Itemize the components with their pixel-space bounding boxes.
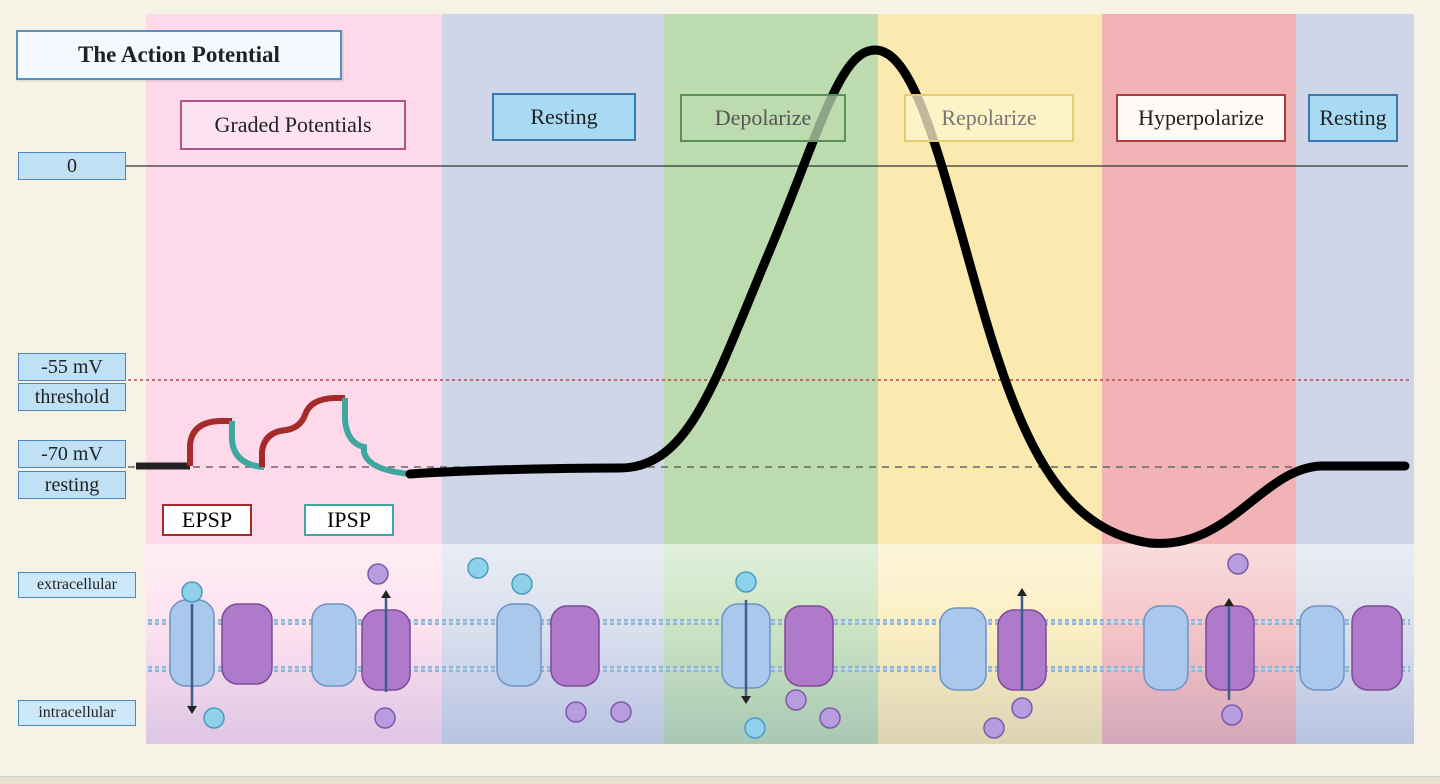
label-hyperpolarize: Hyperpolarize (1116, 94, 1286, 142)
epsp-label: EPSP (162, 504, 252, 536)
threshold-label: threshold (18, 383, 126, 411)
potassium-channels (222, 604, 1402, 690)
ipsp-label: IPSP (304, 504, 394, 536)
extracellular-label: extracellular (18, 572, 136, 598)
ipsp-trace-2 (345, 398, 410, 474)
intracellular-label: intracellular (18, 700, 136, 726)
label-repolarize: Repolarize (904, 94, 1074, 142)
label-depolarize: Depolarize (680, 94, 846, 142)
zero-mv-label: 0 (18, 152, 126, 180)
epsp-trace-1 (190, 421, 232, 466)
diagram-title: The Action Potential (16, 30, 342, 80)
label-resting: Resting (492, 93, 636, 141)
sodium-channels (170, 600, 1344, 690)
label-graded-potentials: Graded Potentials (180, 100, 406, 150)
resting-value-label: -70 mV (18, 440, 126, 468)
label-resting-2: Resting (1308, 94, 1398, 142)
resting-label: resting (18, 471, 126, 499)
epsp-trace-2 (262, 398, 345, 467)
threshold-value-label: -55 mV (18, 353, 126, 381)
